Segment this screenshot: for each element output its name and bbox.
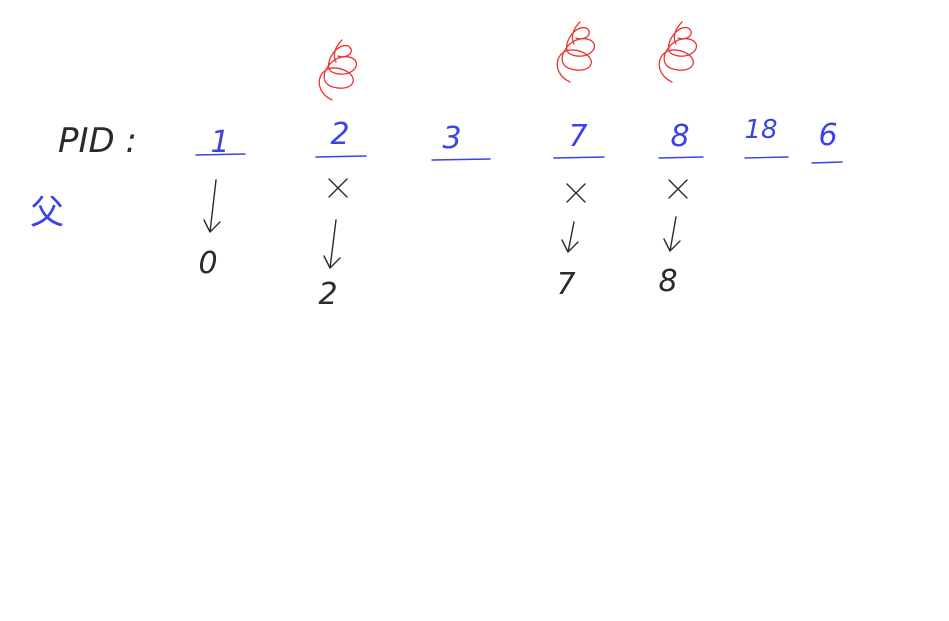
pid-slot: 10: [195, 125, 246, 281]
down-arrow-icon: [203, 179, 221, 233]
slot-underline: [658, 156, 704, 159]
pid-number: 7: [568, 119, 587, 154]
pid-number: 8: [670, 119, 689, 154]
slot-underline: [431, 158, 491, 161]
cross-mark: [566, 183, 586, 203]
slot-underline: [553, 156, 605, 159]
pid-slot: 88: [658, 21, 704, 299]
slot-underline: [195, 153, 246, 156]
red-scribble: [318, 39, 358, 101]
slot-underline: [315, 155, 367, 158]
slot-value: 0: [198, 246, 217, 281]
red-scribble: [556, 21, 596, 83]
pid-slot: 18: [744, 115, 789, 159]
pid-number: 3: [442, 121, 461, 156]
slot-value: 2: [318, 277, 337, 312]
slot-underline: [811, 161, 843, 164]
pid-number: 1: [210, 125, 229, 160]
cross-mark: [328, 178, 348, 198]
cross-mark: [668, 179, 688, 199]
pid-number: 18: [744, 115, 777, 145]
pid-slot: 3: [431, 121, 491, 161]
down-arrow-icon: [561, 221, 579, 253]
pid-slot: 22: [315, 39, 367, 312]
slot-value: 8: [658, 264, 677, 299]
red-scribble: [658, 21, 698, 83]
pid-number: 2: [330, 117, 349, 152]
slot-value: 7: [556, 267, 575, 302]
pid-slot: 77: [553, 21, 605, 302]
side-mark: 父: [30, 193, 64, 233]
pid-number: 6: [818, 118, 837, 153]
slot-underline: [744, 156, 789, 159]
down-arrow-icon: [663, 216, 681, 252]
pid-slot: 6: [811, 118, 843, 164]
pid-label: PID :: [58, 121, 137, 161]
down-arrow-icon: [323, 219, 341, 269]
